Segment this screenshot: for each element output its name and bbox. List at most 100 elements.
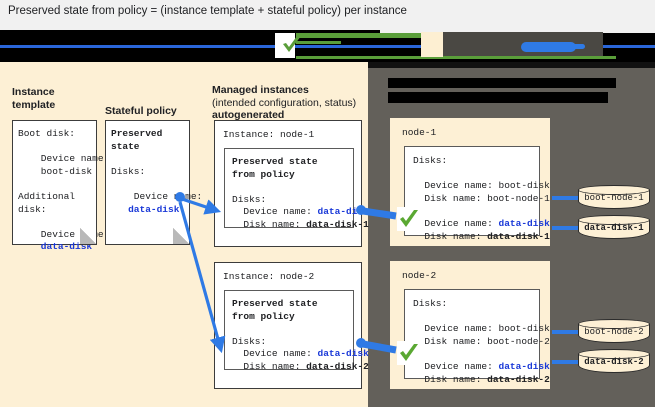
disk-data-disk-1: data-disk-1 xyxy=(578,215,650,241)
pol-line-preserved: Preserved xyxy=(111,128,163,139)
connector-boot-node-2 xyxy=(552,330,582,334)
instance-template-card: Boot disk: Device name: boot-disk Additi… xyxy=(12,120,109,252)
stateful-policy-heading-line1: Stateful policy xyxy=(105,105,177,117)
card-fold-corner xyxy=(80,228,97,245)
node-1-match-check xyxy=(397,207,421,231)
an1-boot-device-label: Device name: xyxy=(413,180,499,192)
an2-boot-device-label: Device name: xyxy=(413,323,499,335)
tpl-line-device-name-2: Device name: xyxy=(29,228,110,240)
managed-heading-line1: Managed instances xyxy=(212,84,309,96)
band-blue-rule xyxy=(0,45,655,48)
managed-heading-line2: (intended configuration, status) xyxy=(212,96,357,109)
tpl-line-boot-disk: Boot disk: xyxy=(18,128,76,139)
mn2-disk-label: Disk name: xyxy=(232,360,307,372)
connector-data-disk-1 xyxy=(552,226,582,230)
actual-node-1-title: node-1 xyxy=(402,127,437,138)
disk-label: data-disk-2 xyxy=(584,357,644,367)
an1-data-device-label: Device name: xyxy=(413,217,499,229)
actual-node-1-disks-box: Disks: Device name: boot-disk Disk name:… xyxy=(404,146,550,242)
an1-boot-disk-label: Disk name: xyxy=(413,192,488,204)
mn1-disk-label: Disk name: xyxy=(232,218,307,230)
an1-data-device-value: data-disk xyxy=(498,217,550,229)
managed-heading-line3: autogenerated xyxy=(212,109,285,121)
band-blue-blob-tail xyxy=(545,44,585,49)
cylinder-top xyxy=(578,319,650,329)
actual-state-panel-topbar xyxy=(368,62,655,68)
cylinder-top xyxy=(578,349,650,359)
actual-node-2-disks-box: Disks: Device name: boot-disk Disk name:… xyxy=(404,289,550,385)
managed-instance-node-2-title: Instance: node-2 xyxy=(223,271,315,282)
mn2-frompolicy: from policy xyxy=(232,310,295,322)
managed-instances-heading: Managed instances (intended configuratio… xyxy=(212,84,356,122)
managed-node-1-inner-text: Preserved state from policy Disks: Devic… xyxy=(225,149,369,232)
pol-line-device-name: Device name: xyxy=(122,190,203,202)
tpl-line-boot-value: boot-disk xyxy=(18,165,93,177)
disk-label: boot-node-1 xyxy=(584,193,644,203)
an1-disks: Disks: xyxy=(413,155,448,166)
an2-boot-disk-label: Disk name: xyxy=(413,335,488,347)
pol-line-disks: Disks: xyxy=(111,165,146,177)
connector-boot-node-1 xyxy=(552,196,582,200)
managed-instance-node-1-title: Instance: node-1 xyxy=(223,129,315,140)
mn1-frompolicy: from policy xyxy=(232,168,295,180)
mn1-disks: Disks: xyxy=(232,193,267,205)
an2-data-device-label: Device name: xyxy=(413,360,499,372)
actual-node-1-disks-text: Disks: Device name: boot-disk Disk name:… xyxy=(405,147,550,243)
disk-data-disk-2: data-disk-2 xyxy=(578,349,650,375)
pol-line-data-disk-value: data-disk xyxy=(111,203,180,215)
cylinder-body xyxy=(578,190,650,209)
band-green-rule-top xyxy=(296,33,421,38)
an1-data-disk-value: data-disk-1 xyxy=(487,230,550,242)
an2-data-disk-value: data-disk-2 xyxy=(487,373,550,385)
an2-disks: Disks: xyxy=(413,298,448,309)
band-top-fill xyxy=(380,30,655,33)
cylinder-top xyxy=(578,215,650,225)
redacted-heading-line-1 xyxy=(388,78,616,88)
band-cream-block xyxy=(421,32,443,57)
mn2-device-value: data-disk xyxy=(317,348,369,360)
green-check-icon xyxy=(400,344,418,361)
cylinder-body xyxy=(578,324,650,343)
mn2-disk-value: data-disk-2 xyxy=(306,360,369,372)
node-2-match-check xyxy=(397,341,421,365)
mn1-device-label: Device name: xyxy=(232,206,318,218)
cylinder-top xyxy=(578,185,650,195)
cylinder-body xyxy=(578,220,650,239)
managed-instance-node-1-preserved-state: Preserved state from policy Disks: Devic… xyxy=(224,148,369,230)
mn1-device-value: data-disk xyxy=(317,206,369,218)
an2-boot-device-value: boot-disk xyxy=(498,323,550,335)
connector-data-disk-2 xyxy=(552,360,582,364)
obscured-header-band xyxy=(0,30,655,62)
disk-label: data-disk-1 xyxy=(584,223,644,233)
pol-line-state: state xyxy=(111,140,140,152)
instance-template-heading-line1: Instance xyxy=(12,86,55,98)
managed-instance-node-2-preserved-state: Preserved state from policy Disks: Devic… xyxy=(224,290,369,372)
card-fold-corner xyxy=(173,228,190,245)
actual-node-2-title: node-2 xyxy=(402,270,437,281)
an2-boot-disk-value: boot-node-2 xyxy=(487,335,550,347)
redacted-heading-line-2 xyxy=(388,92,608,103)
mn2-preserved: Preserved state xyxy=(232,298,318,309)
tpl-line-disk: disk: xyxy=(18,203,47,215)
cylinder-body xyxy=(578,354,650,373)
stateful-policy-card-text: Preserved state Disks: Device name: data… xyxy=(106,121,202,216)
an1-boot-disk-value: boot-node-1 xyxy=(487,192,550,204)
green-check-icon xyxy=(283,36,301,52)
an1-boot-device-value: boot-disk xyxy=(498,180,550,192)
managed-node-2-inner-text: Preserved state from policy Disks: Devic… xyxy=(225,291,369,374)
actual-node-2-disks-text: Disks: Device name: boot-disk Disk name:… xyxy=(405,290,550,386)
tpl-line-data-disk-value: data-disk xyxy=(18,241,93,253)
disk-label: boot-node-2 xyxy=(584,327,644,337)
tpl-line-device-name: Device name: xyxy=(29,153,110,165)
band-green-rule-mid xyxy=(296,41,341,44)
an2-data-disk-label: Disk name: xyxy=(413,373,488,385)
stateful-policy-heading: Stateful policy xyxy=(105,105,177,118)
mn1-disk-value: data-disk-1 xyxy=(306,218,369,230)
disk-boot-node-1: boot-node-1 xyxy=(578,185,650,211)
instance-template-heading: Instance template xyxy=(12,86,55,111)
mn1-preserved: Preserved state xyxy=(232,156,318,167)
an2-data-device-value: data-disk xyxy=(498,360,550,372)
instance-template-heading-line2: template xyxy=(12,98,56,111)
mn2-disks: Disks: xyxy=(232,335,267,347)
